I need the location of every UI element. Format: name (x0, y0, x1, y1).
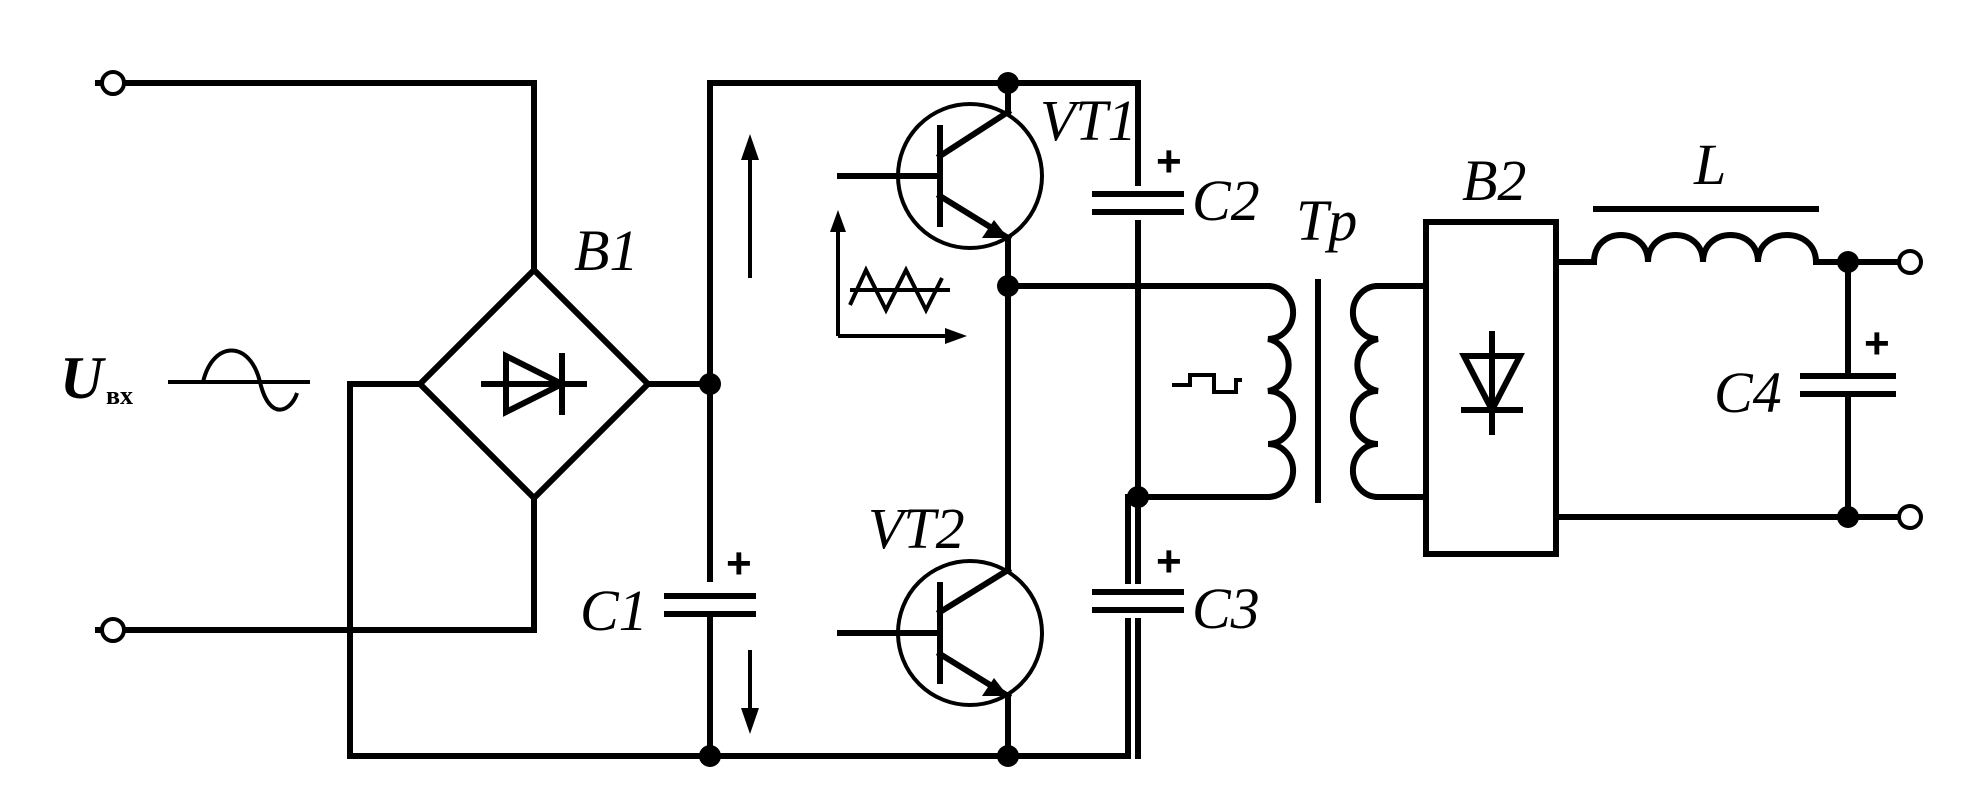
diode-icon (481, 351, 587, 417)
bridge-rectifier-b1 (415, 265, 653, 503)
output-terminal-top (1897, 249, 1923, 275)
l-label: L (1693, 132, 1726, 197)
junction-nodes (699, 72, 1859, 767)
transistor-vt1 (837, 80, 1044, 289)
current-arrow-down-icon (741, 650, 759, 734)
capacitor-c2 (1092, 186, 1184, 220)
tp-label: Tp (1296, 188, 1357, 253)
c4-polarity-mark: + (1864, 319, 1890, 368)
current-arrow-up-icon (741, 134, 759, 278)
rectifier-block-b2 (1423, 219, 1559, 557)
transistor-vt2 (837, 283, 1044, 759)
c3-label: C3 (1192, 576, 1260, 641)
dc-bus (645, 80, 1141, 759)
vt2-label: VT2 (868, 496, 965, 561)
b2-label: B2 (1462, 148, 1526, 213)
square-wave-icon (1172, 373, 1242, 394)
input-voltage-subscript: вх (106, 381, 133, 410)
capacitor-c4 (1800, 373, 1896, 397)
c3-polarity-mark: + (1156, 537, 1182, 586)
vt1-label: VT1 (1040, 88, 1137, 153)
input-terminal-top (100, 70, 126, 96)
capacitor-c3 (1092, 584, 1184, 618)
ac-source-icon (168, 348, 310, 412)
b1-label: B1 (574, 218, 638, 283)
input-terminal-bottom (100, 617, 126, 643)
c1-label: C1 (580, 578, 648, 643)
diode-icon (1459, 331, 1525, 435)
inductor-l (1590, 206, 1820, 266)
primary-wires (1005, 283, 1271, 500)
c1-polarity-mark: + (726, 539, 752, 588)
input-voltage-label: U (60, 345, 106, 411)
transformer-tp (1264, 279, 1429, 503)
control-signal-icon (830, 210, 967, 344)
input-wires (95, 80, 1131, 759)
c2-polarity-mark: + (1156, 137, 1182, 186)
c2-label: C2 (1192, 168, 1260, 233)
output-terminal-bottom (1897, 504, 1923, 530)
capacitor-c1 (664, 582, 756, 617)
c4-label: C4 (1714, 360, 1782, 425)
